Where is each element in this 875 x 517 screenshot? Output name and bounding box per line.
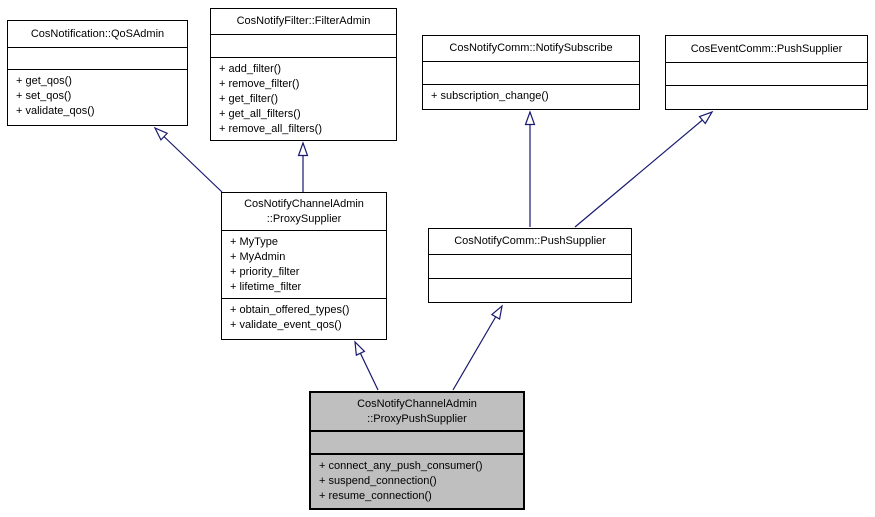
- method: + set_qos(): [16, 90, 72, 102]
- class-attributes-empty: [429, 255, 631, 279]
- class-attributes: + MyType + MyAdmin + priority_filter + l…: [222, 231, 386, 299]
- class-attributes-empty: [211, 35, 396, 58]
- class-attributes-empty: [311, 432, 523, 455]
- class-box-proxypushsupplier[interactable]: CosNotifyChannelAdmin ::ProxyPushSupplie…: [309, 391, 525, 510]
- attribute: + priority_filter: [230, 266, 300, 278]
- method: + get_qos(): [16, 75, 72, 87]
- class-name: CosEventComm::PushSupplier: [690, 42, 843, 55]
- class-name: CosNotification::QoSAdmin: [30, 27, 165, 40]
- edge-proxypushsupplier-to-proxysupplier: [354, 340, 379, 391]
- class-name-line: ::ProxySupplier: [266, 212, 342, 225]
- edge-notifycommpushsupplier-to-eventcommpushsupplier: [574, 110, 714, 228]
- method: + remove_all_filters(): [219, 123, 323, 135]
- class-title: CosNotifyComm::NotifySubscribe: [423, 36, 639, 62]
- class-title: CosNotifyChannelAdmin ::ProxyPushSupplie…: [311, 393, 523, 432]
- method: + get_all_filters(): [219, 108, 301, 120]
- class-attributes-empty: [666, 63, 867, 86]
- class-title: CosEventComm::PushSupplier: [666, 36, 867, 63]
- class-methods: + get_qos() + set_qos() + validate_qos(): [8, 70, 187, 125]
- attribute: + MyAdmin: [230, 251, 286, 263]
- class-title: CosNotifyFilter::FilterAdmin: [211, 9, 396, 35]
- class-attributes-empty: [8, 48, 187, 70]
- class-title: CosNotification::QoSAdmin: [8, 21, 187, 48]
- class-attributes-empty: [423, 62, 639, 85]
- class-name: CosNotifyFilter::FilterAdmin: [236, 15, 371, 27]
- class-box-eventcomm-pushsupplier[interactable]: CosEventComm::PushSupplier: [665, 35, 868, 110]
- class-name: CosNotifyComm::PushSupplier: [454, 235, 606, 247]
- attribute: + MyType: [230, 236, 278, 248]
- method: + remove_filter(): [219, 78, 300, 90]
- attribute: + lifetime_filter: [230, 281, 302, 293]
- class-methods: + obtain_offered_types() + validate_even…: [222, 299, 386, 339]
- class-box-filteradmin[interactable]: CosNotifyFilter::FilterAdmin + add_filte…: [210, 8, 397, 141]
- method: + resume_connection(): [319, 490, 432, 502]
- class-box-notifysubscribe[interactable]: CosNotifyComm::NotifySubscribe + subscri…: [422, 35, 640, 110]
- method: + suspend_connection(): [319, 475, 437, 487]
- class-title: CosNotifyComm::PushSupplier: [429, 229, 631, 255]
- class-name-line: ::ProxyPushSupplier: [367, 412, 467, 425]
- method: + connect_any_push_consumer(): [319, 460, 483, 472]
- class-box-notifycomm-pushsupplier[interactable]: CosNotifyComm::PushSupplier: [428, 228, 632, 303]
- edge-proxypushsupplier-to-notifycommpushsupplier: [452, 304, 503, 391]
- class-name-line: CosNotifyChannelAdmin: [244, 197, 364, 210]
- class-name-line: CosNotifyChannelAdmin: [357, 397, 477, 410]
- class-methods: + connect_any_push_consumer() + suspend_…: [311, 455, 523, 508]
- method: + get_filter(): [219, 93, 278, 105]
- class-methods-empty: [429, 279, 631, 302]
- method: + add_filter(): [219, 63, 282, 75]
- class-box-proxysupplier[interactable]: CosNotifyChannelAdmin ::ProxySupplier + …: [221, 192, 387, 340]
- class-title: CosNotifyChannelAdmin ::ProxySupplier: [222, 193, 386, 231]
- class-methods: + add_filter() + remove_filter() + get_f…: [211, 58, 396, 140]
- class-methods-empty: [666, 86, 867, 109]
- method: + validate_qos(): [16, 105, 95, 117]
- method: + obtain_offered_types(): [230, 304, 350, 316]
- method: + validate_event_qos(): [230, 319, 342, 331]
- class-name: CosNotifyComm::NotifySubscribe: [449, 42, 613, 54]
- method: + subscription_change(): [431, 90, 549, 102]
- class-box-qosadmin[interactable]: CosNotification::QoSAdmin + get_qos() + …: [7, 20, 188, 126]
- class-methods: + subscription_change(): [423, 85, 639, 109]
